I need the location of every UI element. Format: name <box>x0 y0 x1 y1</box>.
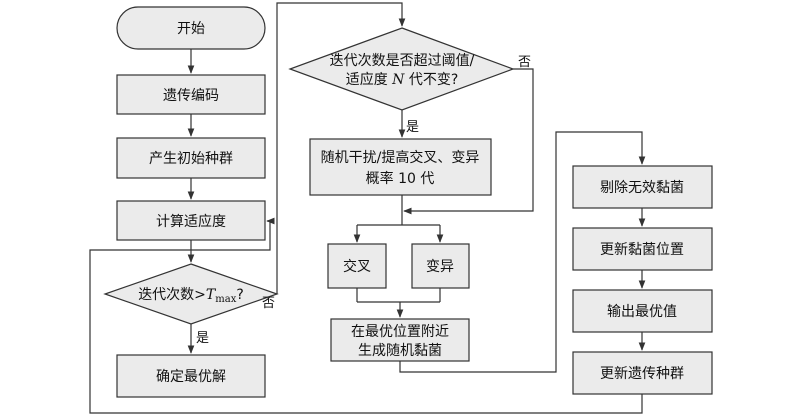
update-pop-label: 更新遗传种群 <box>600 366 684 382</box>
mutation-label: 变异 <box>426 259 454 275</box>
cond2-yes-label: 是 <box>406 120 419 135</box>
cond1-label: 迭代次数>Tmax? <box>138 287 244 305</box>
encode-box <box>116 74 266 115</box>
arrow-cond1-no <box>276 2 406 294</box>
fitness-label: 计算适应度 <box>156 213 226 230</box>
init-pop-label: 产生初始种群 <box>149 150 233 167</box>
remove-label: 剔除无效黏菌 <box>600 180 684 196</box>
update-pop-box <box>572 351 713 395</box>
crossover-label: 交叉 <box>343 258 371 275</box>
output-box <box>572 289 713 333</box>
fitness-box <box>116 200 266 241</box>
cond2-no-label: 否 <box>518 55 531 70</box>
generate-box <box>330 318 470 362</box>
perturb-line1: 随机干扰/提高交叉、变异 <box>321 149 480 166</box>
cond1-yes-label: 是 <box>196 331 209 346</box>
cond2-diamond <box>288 27 515 111</box>
decide-best-box <box>116 354 266 398</box>
cond2-line1: 迭代次数是否超过阈值/ <box>330 53 475 69</box>
perturb-line2: 概率 10 代 <box>366 170 435 187</box>
perturb-box <box>309 138 492 196</box>
generate-line2: 生成随机黏菌 <box>358 343 442 359</box>
generate-line1: 在最优位置附近 <box>351 324 449 340</box>
output-label: 输出最优值 <box>607 304 677 320</box>
start-label: 开始 <box>177 21 205 37</box>
update-pos-box <box>572 227 713 271</box>
cond2-line2: 适应度 N 代不变? <box>346 71 459 88</box>
update-pos-label: 更新黏菌位置 <box>600 242 684 258</box>
decide-best-label: 确定最优解 <box>156 369 226 385</box>
arrow-loop-back <box>89 217 643 414</box>
encode-label: 遗传编码 <box>163 88 219 104</box>
arrow-generate-to-remove <box>399 131 646 373</box>
arrow-cond2-no <box>403 68 534 215</box>
crossover-box <box>327 243 387 289</box>
cond1-no-label: 否 <box>262 296 275 311</box>
